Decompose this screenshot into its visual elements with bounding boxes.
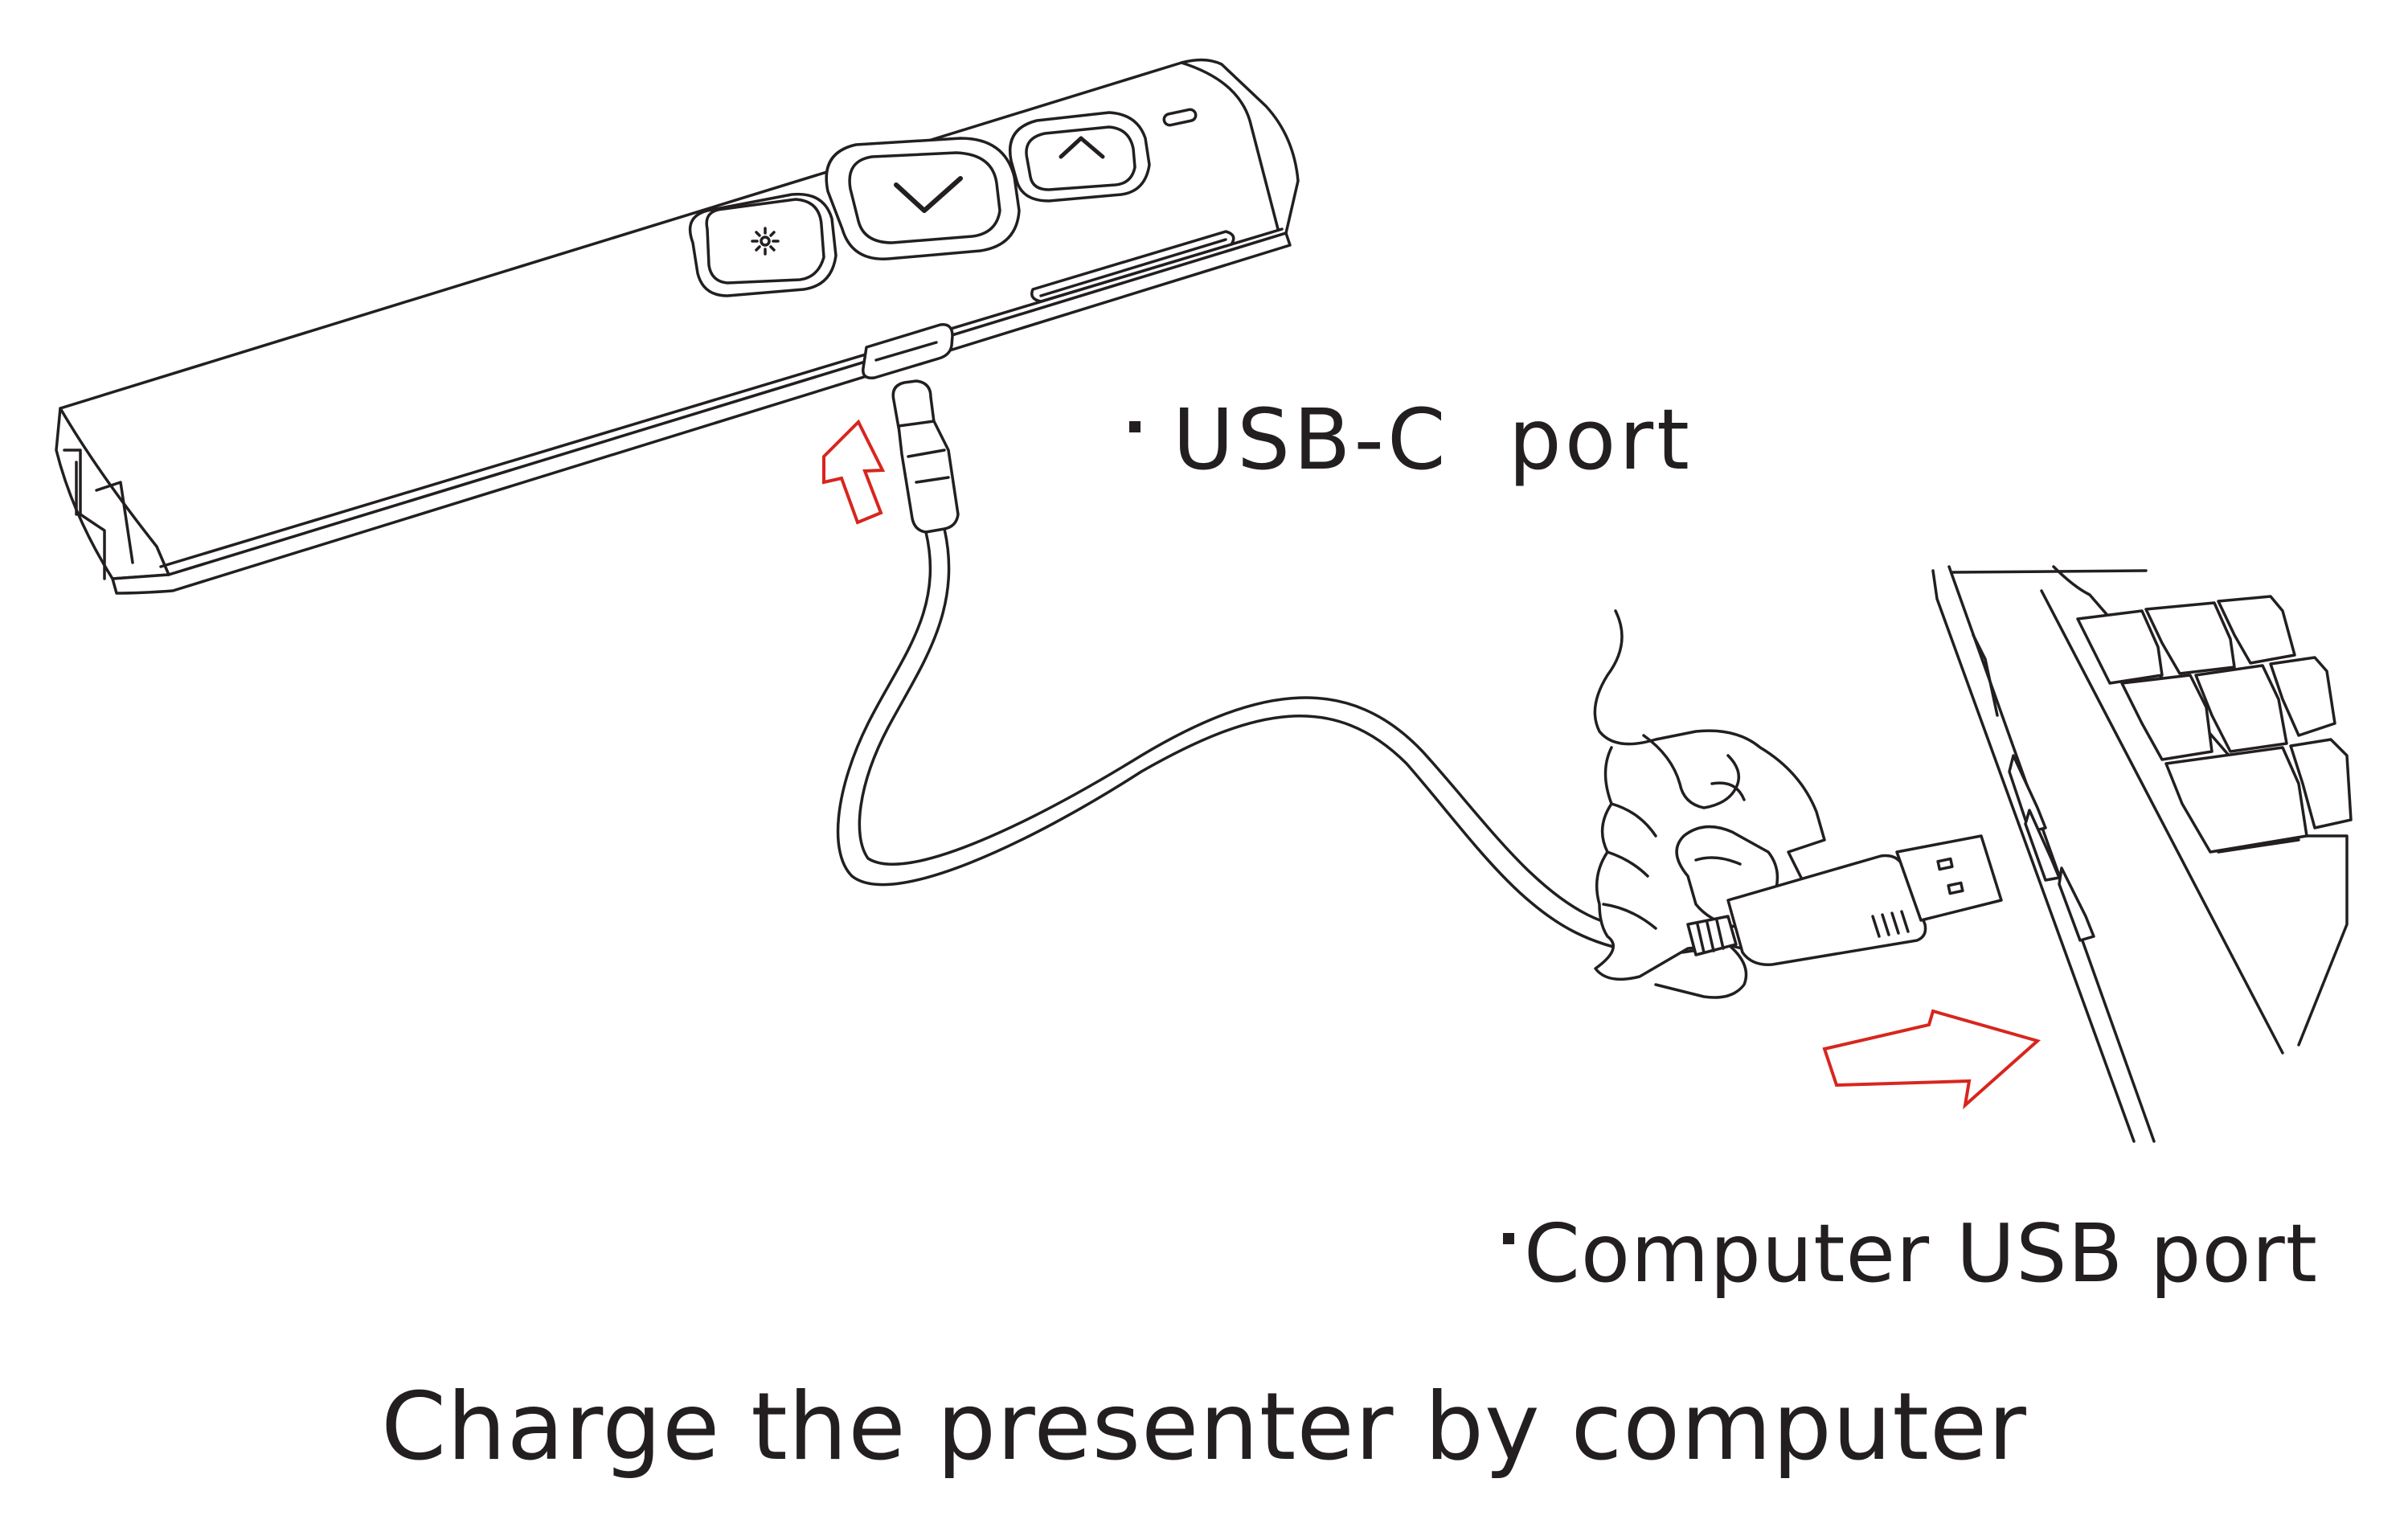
laptop-icon <box>1931 565 2353 1143</box>
computer-usb-port-text: Computer USB port <box>1524 1206 2318 1300</box>
bullet-icon <box>1129 420 1141 432</box>
laser-button <box>688 192 837 297</box>
bullet-icon <box>1503 1232 1514 1244</box>
up-button <box>1009 111 1151 203</box>
chevron-down-icon <box>894 176 963 213</box>
usb-c-port-text: USB-C port <box>1173 391 1693 489</box>
chevron-up-icon <box>1059 136 1105 159</box>
usb-a-plug-icon <box>1686 834 2003 966</box>
insert-up-arrow <box>822 419 886 525</box>
laser-sun-icon <box>751 227 780 256</box>
status-led <box>1162 108 1198 127</box>
insert-right-arrow <box>1822 1009 2041 1110</box>
keyboard <box>2076 595 2353 854</box>
usb-c-port-label: USB-C port <box>1129 398 1693 481</box>
caption: Charge the presenter by computer <box>381 1373 2027 1481</box>
down-button <box>825 137 1021 260</box>
presenter-remote-icon <box>55 58 1300 595</box>
computer-usb-port-label: Computer USB port <box>1503 1214 2318 1294</box>
usb-cable-icon <box>836 379 1706 955</box>
